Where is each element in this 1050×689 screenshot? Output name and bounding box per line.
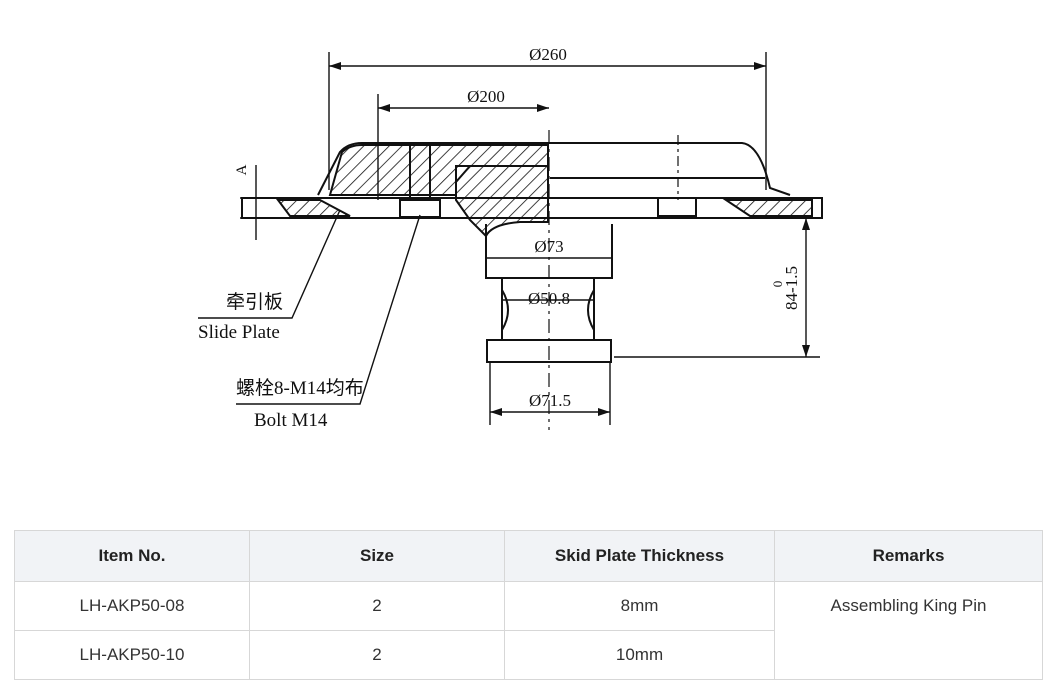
- dimension-lines: [198, 52, 820, 425]
- slide-plate-label-cn: 牵引板: [226, 291, 283, 313]
- cell-size: 2: [249, 630, 505, 680]
- king-pin-boss: [455, 165, 549, 238]
- cell-item-no: LH-AKP50-08: [14, 581, 250, 631]
- header-remarks: Remarks: [774, 530, 1043, 582]
- table-header-row: Item No. Size Skid Plate Thickness Remar…: [14, 530, 1043, 582]
- table-row: LH-AKP50-10 2 10mm: [14, 630, 1043, 680]
- slide-plate-label-en: Slide Plate: [198, 322, 280, 343]
- dimension-arrows: [329, 62, 810, 416]
- king-pin-technical-drawing: Ø260 Ø200 Ø73 Ø50.8 Ø71.5 84-1.5 0 A 牵引板…: [198, 45, 823, 431]
- mounting-plate-outline: [317, 142, 791, 196]
- dim-pin-length: 84-1.5: [782, 266, 801, 310]
- cell-remarks: Assembling King Pin: [774, 581, 1043, 680]
- cell-thickness: 10mm: [504, 630, 775, 680]
- table-row: LH-AKP50-08 2 8mm Assembling King Pin: [14, 581, 1043, 680]
- spec-table: Item No. Size Skid Plate Thickness Remar…: [14, 530, 1043, 680]
- cross-section: [241, 130, 823, 430]
- cell-thickness: 8mm: [504, 581, 775, 631]
- header-item-no: Item No.: [14, 530, 250, 582]
- dim-pin-length-tolerance: 0: [770, 281, 785, 288]
- header-skid-plate-thickness: Skid Plate Thickness: [504, 530, 775, 582]
- bolt-label-en: Bolt M14: [254, 410, 328, 431]
- header-size: Size: [249, 530, 505, 582]
- cell-size: 2: [249, 581, 505, 631]
- bolt-label-cn: 螺栓8-M14均布: [236, 377, 364, 399]
- dim-bolt-circle-diameter: Ø200: [467, 87, 505, 106]
- dim-pin-upper-diameter: Ø73: [534, 237, 563, 256]
- dim-pin-bottom-diameter: Ø71.5: [529, 391, 571, 410]
- dim-plate-thickness-label: A: [234, 164, 250, 175]
- dim-pin-neck-diameter: Ø50.8: [528, 289, 570, 308]
- cell-item-no: LH-AKP50-10: [14, 630, 250, 680]
- dim-overall-diameter: Ø260: [529, 45, 567, 64]
- bolt-right: [657, 197, 697, 217]
